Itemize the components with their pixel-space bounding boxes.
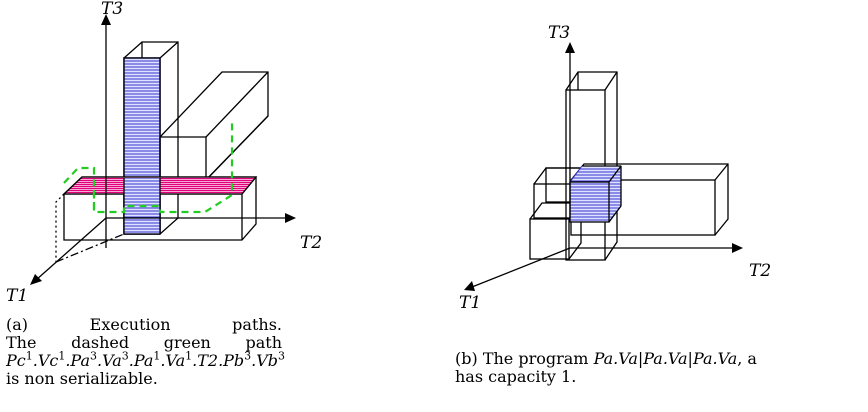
b-t1-axis: [471, 247, 571, 288]
caption-b-prefix: (b) The program: [455, 349, 594, 368]
caption-a-path: Pc1.Vc1.Pa3.Va3.Pa1.Va1.T2.Pb3.Vb3: [6, 349, 286, 370]
caption-a: (a) Execution paths. The dashed green pa…: [6, 315, 286, 388]
t1-axis-label-a: T1: [6, 286, 28, 306]
caption-a-word1: Execution: [89, 315, 171, 334]
t1-axis-label-b: T1: [459, 293, 481, 313]
caption-b-line2: has capacity 1.: [455, 367, 577, 386]
caption-b-program: Pa.Va|Pa.Va|Pa.Va: [593, 349, 738, 368]
caption-a-l2w3: green: [163, 333, 211, 352]
caption-a-l2w2: dashed: [71, 333, 130, 352]
caption-a-l2w1: The: [6, 333, 37, 352]
panel-a: [30, 14, 296, 285]
caption-b-suffix: , a: [737, 349, 757, 368]
panel-b: [464, 42, 743, 291]
t2-axis-label-a: T2: [300, 233, 322, 253]
b-blue-hatched-cube: [569, 165, 622, 223]
t2-axis-label-b: T2: [749, 261, 771, 281]
t3-axis-label-b: T3: [548, 23, 570, 43]
caption-a-l2w4: path: [245, 333, 282, 352]
upper-diagonal-box: [159, 71, 269, 181]
caption-a-last-line: is non serializable.: [6, 369, 158, 388]
caption-b: (b) The program Pa.Va|Pa.Va|Pa.Va, a has…: [455, 350, 867, 386]
t1-axis: [35, 217, 107, 281]
dotted-projection: [55, 193, 65, 262]
caption-a-word2: paths.: [232, 315, 282, 334]
t3-axis-label-a: T3: [101, 0, 123, 19]
caption-a-label: (a): [6, 315, 29, 334]
